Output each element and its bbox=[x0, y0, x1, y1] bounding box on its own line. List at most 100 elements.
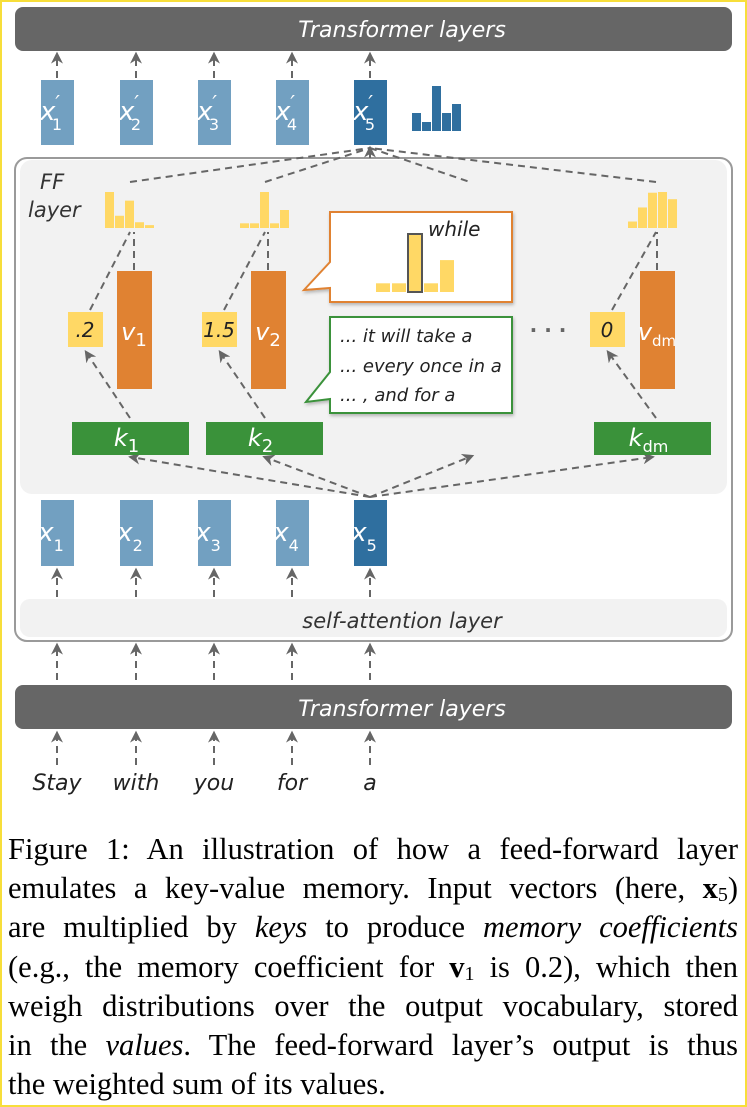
key-callout-line-1: ... it will take a bbox=[340, 326, 472, 347]
caption-segment: keys bbox=[254, 910, 308, 945]
token-a: a bbox=[363, 771, 376, 796]
output-vector-label: x′1 bbox=[39, 91, 62, 134]
value-distribution-bar bbox=[260, 192, 269, 228]
value-distribution-bar bbox=[668, 199, 677, 228]
caption-segment: values bbox=[105, 1028, 184, 1063]
value-distribution bbox=[240, 192, 289, 228]
key-vector-subscript: 2 bbox=[262, 436, 273, 457]
ff-label-line1: FF bbox=[40, 170, 65, 194]
key-to-coefficient-arrow bbox=[606, 350, 657, 419]
coefficient-to-distribution-line bbox=[223, 231, 266, 311]
output-distribution-bar bbox=[432, 86, 441, 131]
output-vector-label-prime: ′ bbox=[290, 91, 295, 115]
caption-segment: in the bbox=[8, 1028, 106, 1063]
input-vector-box bbox=[41, 500, 74, 566]
caption-segment: weigh distributions over the output voca… bbox=[8, 988, 738, 1023]
caption-segment: . The feed-forward layer’s output is thu… bbox=[183, 1028, 738, 1063]
input-to-key-arrow bbox=[262, 454, 371, 498]
output-vector-box bbox=[276, 80, 309, 145]
memory-coefficient-box bbox=[202, 312, 237, 347]
memory-1: v1.2k1 bbox=[68, 192, 189, 457]
output-distribution-bar bbox=[452, 104, 461, 131]
output-vector-label-prime: ′ bbox=[212, 91, 217, 115]
output-vector-4: x′4 bbox=[274, 80, 309, 145]
key-callout-line-2: ... every once in a bbox=[340, 356, 502, 377]
value-distribution bbox=[105, 192, 154, 228]
key-to-coefficient-arrow bbox=[218, 350, 266, 419]
caption-line: Figure 1: An illustration of how a feed-… bbox=[8, 830, 738, 869]
token-for: for bbox=[277, 771, 309, 796]
caption-segment: 1 bbox=[464, 962, 475, 985]
coefficient-to-distribution-line bbox=[611, 231, 657, 311]
token-stay: Stay bbox=[32, 771, 82, 796]
output-vector-2: x′2 bbox=[118, 80, 153, 145]
bottom-transformer-label: Transformer layers bbox=[298, 697, 506, 722]
memory-coefficient: 1.5 bbox=[203, 318, 235, 342]
value-distribution-bar bbox=[250, 223, 259, 228]
caption-segment: is 0.2), which then bbox=[474, 949, 738, 984]
output-distribution bbox=[412, 86, 461, 131]
input-vector-2: x2 bbox=[116, 500, 153, 566]
input-to-key-arrow-omitted bbox=[369, 454, 475, 498]
input-vector-1: x1 bbox=[37, 500, 74, 566]
key-vector-box bbox=[594, 422, 711, 455]
key-vector-subscript: dm bbox=[643, 437, 669, 456]
coefficient-to-distribution-line bbox=[89, 231, 131, 311]
output-vector-box bbox=[120, 80, 153, 145]
caption-line: (e.g., the memory coefficient for v1 is … bbox=[8, 948, 738, 987]
output-vector-label: x′2 bbox=[118, 91, 141, 134]
value-vector-subscript: 2 bbox=[269, 330, 280, 351]
memory-coefficient: .2 bbox=[75, 318, 94, 342]
output-vector-label: x′3 bbox=[196, 91, 219, 134]
caption-line: in the values. The feed-forward layer’s … bbox=[8, 1026, 738, 1065]
distribution-to-output-line bbox=[129, 147, 371, 183]
key-vector-subscript: 1 bbox=[128, 436, 139, 457]
key-to-coefficient-arrow bbox=[84, 350, 131, 419]
figure-caption: Figure 1: An illustration of how a feed-… bbox=[8, 830, 738, 1104]
value-distribution-bar bbox=[648, 192, 657, 228]
caption-segment: v bbox=[449, 949, 465, 984]
ellipsis: · · · bbox=[530, 318, 567, 342]
value-callout-word: while bbox=[428, 217, 480, 241]
arrows bbox=[51, 51, 658, 765]
output-vector-label-subscript: 1 bbox=[52, 115, 62, 134]
value-distribution-bar bbox=[105, 192, 114, 228]
ff-label-line2: layer bbox=[28, 198, 82, 222]
memory-coefficient: 0 bbox=[601, 318, 614, 342]
output-vector-box bbox=[198, 80, 231, 145]
caption-line: emulates a key-value memory. Input vecto… bbox=[8, 869, 738, 908]
memory-2: v21.5k2 bbox=[202, 192, 323, 457]
value-distribution-bar bbox=[125, 200, 134, 228]
output-vector-box bbox=[41, 80, 74, 145]
value-vector-box bbox=[117, 271, 152, 389]
value-distribution bbox=[628, 192, 677, 228]
input-to-key-arrow bbox=[128, 452, 371, 498]
memory-coefficient-box bbox=[590, 312, 625, 347]
value-distribution-bar bbox=[145, 225, 154, 228]
self-attention-layer bbox=[20, 599, 727, 637]
top-transformer-label: Transformer layers bbox=[298, 18, 506, 43]
input-vector-label-subscript: 2 bbox=[133, 536, 143, 555]
distribution-to-output-line-omitted bbox=[369, 147, 471, 183]
caption-segment: the weighted sum of its values. bbox=[8, 1067, 386, 1102]
output-vector-label-subscript: 4 bbox=[287, 115, 297, 134]
caption-segment: to produce bbox=[307, 910, 483, 945]
caption-segment: emulates a key-value memory. Input vecto… bbox=[8, 871, 703, 906]
caption-segment: (e.g., the memory coefficient for bbox=[8, 949, 450, 984]
key-callout: ... it will take a ... every once in a .… bbox=[303, 316, 513, 414]
value-callout-bar bbox=[440, 260, 454, 292]
token-with: with bbox=[113, 771, 160, 796]
output-distribution-bar bbox=[422, 122, 431, 131]
input-vector-4: x4 bbox=[272, 500, 309, 566]
input-vector-label-subscript: 1 bbox=[54, 536, 64, 555]
bottom-transformer-layers bbox=[15, 685, 732, 729]
output-vector-label-subscript: 5 bbox=[365, 115, 375, 134]
input-vector-5: x5 bbox=[350, 500, 387, 566]
output-vector-box bbox=[354, 80, 387, 145]
caption-segment: Figure 1: An illustration of how a feed-… bbox=[8, 832, 738, 866]
value-vector-box bbox=[251, 271, 286, 389]
